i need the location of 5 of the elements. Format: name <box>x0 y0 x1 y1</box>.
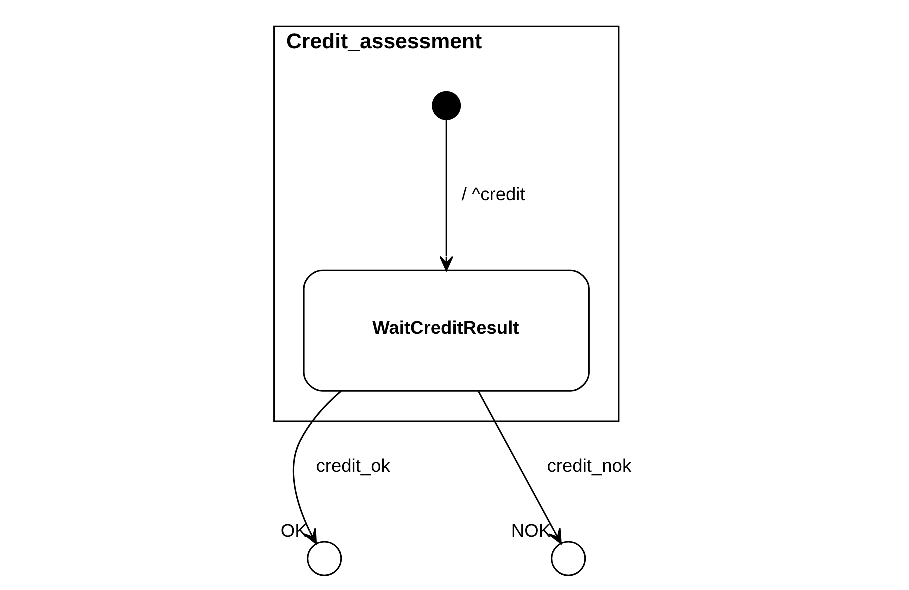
edge-label: / ^credit <box>461 184 525 205</box>
edge-label: credit_nok <box>546 455 632 476</box>
node-label: NOK <box>510 520 551 541</box>
edge-label: credit_ok <box>316 455 390 476</box>
node-label: OK <box>280 520 307 541</box>
